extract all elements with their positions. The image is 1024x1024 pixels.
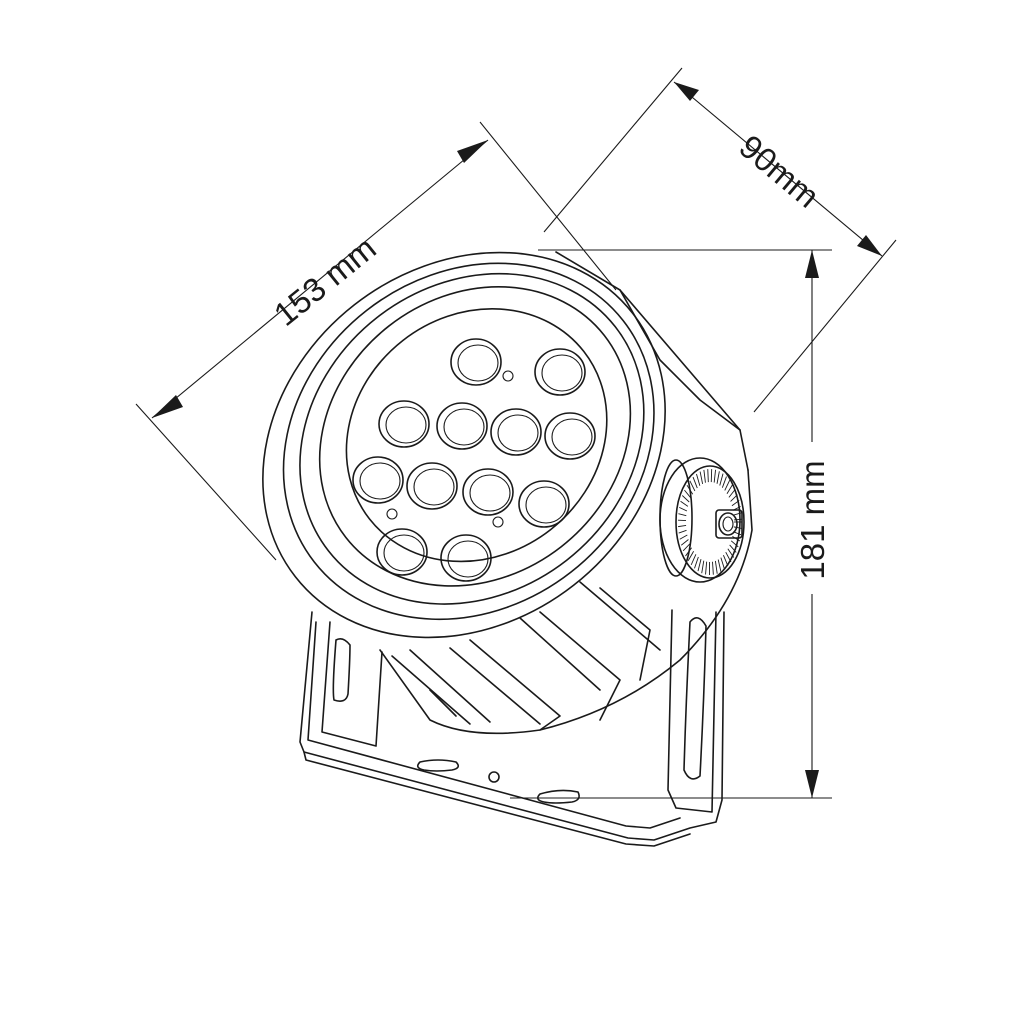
knob-grip-tick	[719, 473, 724, 486]
knob-grip-tick	[679, 506, 688, 512]
screw	[492, 516, 504, 528]
knob-grip-tick	[696, 473, 701, 486]
screw	[502, 370, 514, 382]
mounting-bracket	[299, 609, 725, 847]
knob-grip-tick	[678, 513, 687, 517]
knob-grip-tick	[699, 471, 704, 485]
knob-grip-tick	[692, 476, 698, 489]
knob-grip-tick	[723, 554, 729, 567]
knob-grip-tick	[720, 557, 725, 570]
led-lens	[462, 468, 514, 516]
knob-grip-tick	[724, 480, 731, 491]
heat-sink-housing	[379, 251, 753, 735]
front-bezel	[262, 251, 666, 639]
knob-grip-tick	[687, 551, 695, 561]
dimension-height: 181 mm	[510, 249, 832, 799]
knob-grip-tick	[733, 518, 742, 521]
dimension-label-diameter: 153 mm	[267, 229, 383, 333]
led-lens	[450, 338, 502, 386]
knob-grip-tick	[703, 469, 706, 483]
knob-grip-tick	[716, 471, 720, 484]
knob-grip-tick	[714, 560, 718, 574]
led-lens	[490, 408, 542, 456]
knob-grip-tick	[733, 512, 742, 516]
knob-grip-tick	[678, 525, 687, 528]
knob-grip-tick	[730, 540, 739, 548]
led-lens	[352, 456, 404, 504]
knob-grip-tick	[678, 529, 687, 534]
dimension-label-depth: 90mm	[732, 128, 826, 215]
lens-screws	[386, 370, 514, 528]
knob-grip-tick	[697, 558, 702, 572]
knob-grip-tick	[679, 534, 688, 540]
knob-grip-tick	[725, 551, 732, 563]
knob-grip-tick	[733, 526, 742, 529]
led-lens	[440, 534, 492, 582]
knob-grip-tick	[690, 554, 697, 566]
knob-grip-tick	[680, 539, 689, 546]
knob-grip-tick	[680, 500, 689, 507]
dimension-label-height: 181 mm	[794, 460, 831, 579]
screw	[386, 508, 398, 520]
led-lens	[534, 348, 586, 396]
dimension-depth: 90mm	[543, 67, 897, 413]
led-lens	[376, 528, 428, 576]
knob-grip-tick	[730, 494, 738, 502]
knob-grip-tick	[681, 495, 690, 503]
knob-grip-tick	[713, 469, 717, 483]
knob-grip-tick	[689, 480, 696, 492]
knob-grip-tick	[728, 489, 736, 498]
dimension-diameter: 153 mm	[135, 121, 617, 561]
knob-grip-tick	[717, 559, 722, 572]
led-lens	[518, 480, 570, 528]
knob-grip-tick	[705, 561, 708, 575]
led-lens	[406, 462, 458, 510]
knob-grip-tick	[727, 548, 735, 558]
knob-grip-tick	[726, 484, 734, 494]
knob-grip-tick	[694, 556, 699, 569]
led-lens	[544, 412, 596, 460]
knob-grip-tick	[707, 469, 709, 483]
led-lens	[378, 400, 430, 448]
led-lens	[436, 402, 488, 450]
led-array	[352, 338, 596, 582]
knob-grip-tick	[712, 561, 714, 575]
knob-grip-tick	[682, 543, 691, 552]
adjustment-knob	[659, 457, 745, 583]
knob-grip-tick	[684, 489, 692, 499]
knob-grip-tick	[731, 500, 740, 507]
knob-grip-tick	[729, 544, 737, 553]
knob-grip-tick	[701, 560, 705, 574]
knob-grip-tick	[721, 476, 727, 488]
